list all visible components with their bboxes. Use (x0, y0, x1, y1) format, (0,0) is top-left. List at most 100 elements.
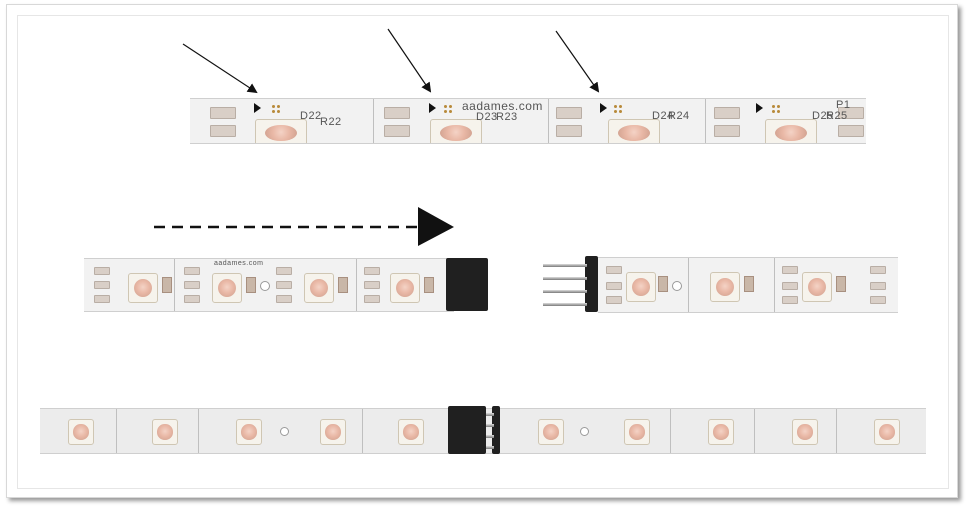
capacitor (744, 276, 754, 292)
solder-pad (276, 295, 292, 303)
led-chip (802, 272, 832, 302)
female-header-connector (446, 258, 488, 311)
via-dots (444, 105, 452, 113)
mounting-hole (260, 281, 270, 291)
led-chip (212, 273, 242, 303)
solder-pad (210, 107, 236, 119)
header-pin (543, 264, 587, 267)
silk-label: R23 (496, 111, 518, 123)
capacitor (658, 276, 668, 292)
solder-pad (210, 125, 236, 137)
led-strip-right (598, 257, 898, 313)
cut-line (705, 99, 706, 143)
led-chip (68, 419, 94, 445)
led-chip (128, 273, 158, 303)
led-chip (765, 119, 817, 143)
direction-triangle-icon (600, 103, 607, 113)
solder-pad (870, 266, 886, 274)
solder-pad (606, 282, 622, 290)
mounting-hole (280, 427, 289, 436)
silk-label: R24 (668, 110, 690, 122)
solder-pad (384, 107, 410, 119)
led-chip (390, 273, 420, 303)
cut-line (116, 409, 117, 453)
cut-line (774, 258, 775, 312)
cut-line (670, 409, 671, 453)
via-dots (614, 105, 622, 113)
silk-label: R22 (320, 116, 342, 128)
solder-pad (782, 266, 798, 274)
solder-pad (384, 125, 410, 137)
mounting-hole (580, 427, 589, 436)
capacitor (836, 276, 846, 292)
cut-line (362, 409, 363, 453)
led-strip-left: aadames.com (84, 258, 454, 312)
solder-pad (364, 281, 380, 289)
solder-pad (782, 282, 798, 290)
solder-pad (364, 295, 380, 303)
silk-label: D22 (300, 110, 322, 122)
direction-triangle-icon (756, 103, 763, 113)
via-dots (272, 105, 280, 113)
mounting-hole (672, 281, 682, 291)
solder-pad (714, 107, 740, 119)
solder-pad (276, 267, 292, 275)
led-chip (236, 419, 262, 445)
silk-label: D23 (476, 111, 498, 123)
header-pin (486, 435, 494, 438)
cut-line (688, 258, 689, 312)
solder-pad (556, 125, 582, 137)
led-chip (304, 273, 334, 303)
solder-pad (276, 281, 292, 289)
solder-pad (184, 295, 200, 303)
solder-pad (870, 296, 886, 304)
cut-line (198, 409, 199, 453)
led-chip (255, 119, 307, 143)
solder-pad (94, 267, 110, 275)
cut-line (548, 99, 549, 143)
solder-pad (838, 125, 864, 137)
solder-pad (782, 296, 798, 304)
led-chip (152, 419, 178, 445)
header-pin (486, 424, 494, 427)
led-chip (538, 419, 564, 445)
header-pin (486, 446, 494, 449)
cut-line (836, 409, 837, 453)
led-chip (792, 419, 818, 445)
solder-pad (838, 107, 864, 119)
silk-label: P1 (836, 99, 851, 111)
capacitor (162, 277, 172, 293)
female-header-connector-joined (448, 406, 486, 454)
led-chip (398, 419, 424, 445)
silk-label: R25 (826, 110, 848, 122)
led-chip (710, 272, 740, 302)
solder-pad (606, 296, 622, 304)
header-pin (543, 277, 587, 280)
header-pin (543, 303, 587, 306)
brand-label: aadames.com (462, 99, 543, 113)
header-pin (486, 413, 494, 416)
solder-pad (870, 282, 886, 290)
via-dots (772, 105, 780, 113)
diagram-inner-border (17, 15, 949, 489)
solder-pad (94, 281, 110, 289)
direction-triangle-icon (254, 103, 261, 113)
direction-triangle-icon (429, 103, 436, 113)
male-header-base (585, 256, 598, 312)
capacitor (246, 277, 256, 293)
solder-pad (556, 107, 582, 119)
solder-pad (714, 125, 740, 137)
cut-line (373, 99, 374, 143)
cut-line (356, 259, 357, 311)
led-strip-top: D22 R22 aadames.com D23 R23 D24 R24 D25 … (190, 98, 866, 144)
led-chip (608, 119, 660, 143)
led-chip (430, 119, 482, 143)
silk-label: D25 (812, 110, 834, 122)
led-chip (624, 419, 650, 445)
male-header-base-joined (492, 406, 500, 454)
led-chip (320, 419, 346, 445)
led-chip (708, 419, 734, 445)
solder-pad (364, 267, 380, 275)
capacitor (424, 277, 434, 293)
solder-pad (184, 281, 200, 289)
